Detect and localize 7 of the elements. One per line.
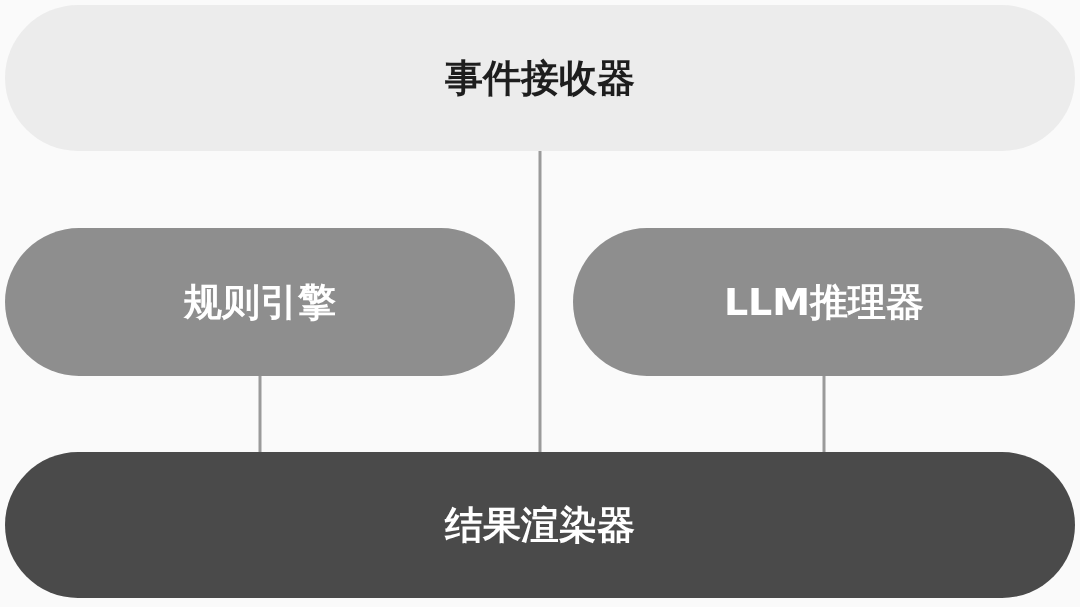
node-label: 规则引擎 [184,278,336,326]
connector-line [822,376,826,452]
connector-line [538,151,542,452]
node-label: 事件接收器 [445,54,635,102]
node-label: LLM推理器 [723,278,925,326]
connector-line [258,376,262,452]
node-label: 结果渲染器 [445,501,635,549]
